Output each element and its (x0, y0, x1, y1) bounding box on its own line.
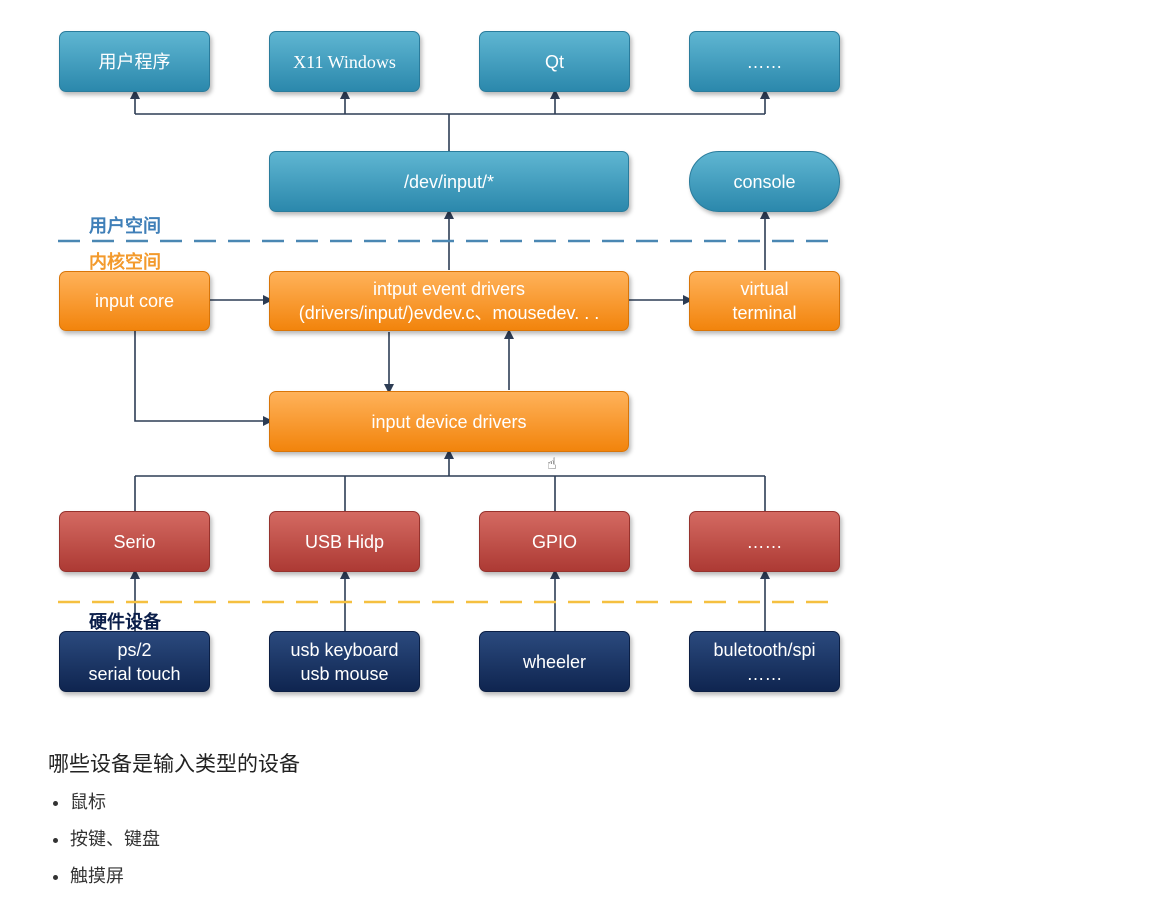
serio-box: Serio (59, 511, 210, 572)
hardware-label: 硬件设备 (89, 612, 161, 633)
input-core-box: input core (59, 271, 210, 331)
x11-windows-box: X11 Windows (269, 31, 420, 92)
notes-heading: 哪些设备是输入类型的设备 (48, 752, 300, 776)
event-drivers-box: intput event drivers (drivers/input/)evd… (269, 271, 629, 331)
dev-input-box: /dev/input/* (269, 151, 629, 212)
user-space-label: 用户空间 (89, 216, 161, 237)
usb-hidp-box: USB Hidp (269, 511, 420, 572)
wheeler-box: wheeler (479, 631, 630, 692)
list-item: 按键、键盘 (70, 825, 948, 851)
more-buses-box: …… (689, 511, 840, 572)
virtual-terminal-box: virtual terminal (689, 271, 840, 331)
gpio-box: GPIO (479, 511, 630, 572)
more-apps-box: …… (689, 31, 840, 92)
list-item: 触摸屏 (70, 862, 948, 888)
ps2-touch-box: ps/2 serial touch (59, 631, 210, 692)
hand-cursor-icon: ☝ (547, 454, 557, 473)
device-drivers-box: input device drivers (269, 391, 629, 452)
console-box: console (689, 151, 840, 212)
user-program-box: 用户程序 (59, 31, 210, 92)
list-item: 鼠标 (70, 788, 948, 814)
input-subsystem-diagram: 用户程序 X11 Windows Qt …… /dev/input/* cons… (58, 31, 840, 692)
notes-section: 哪些设备是输入类型的设备 鼠标 按键、键盘 触摸屏 (48, 748, 948, 899)
input-device-list: 鼠标 按键、键盘 触摸屏 (48, 788, 948, 888)
kernel-space-label: 内核空间 (89, 252, 161, 273)
connector-lines (58, 89, 840, 632)
bluetooth-spi-box: buletooth/spi …… (689, 631, 840, 692)
usb-keyboard-mouse-box: usb keyboard usb mouse (269, 631, 420, 692)
qt-box: Qt (479, 31, 630, 92)
